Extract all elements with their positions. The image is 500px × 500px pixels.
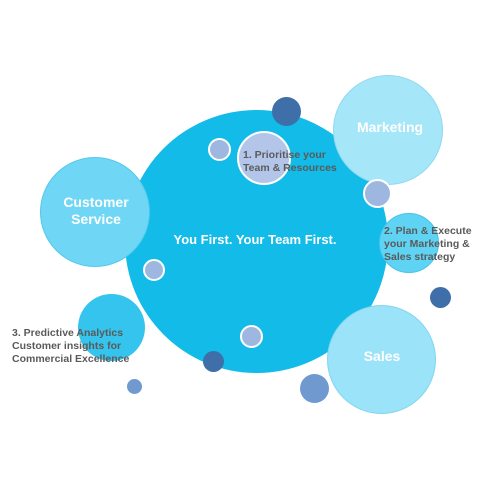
step-3-line2: Customer insights for <box>12 339 122 352</box>
customer-service-label-line2: Service <box>71 211 121 228</box>
step-1-label: 1. Prioritise your Team & Resources <box>243 149 353 175</box>
step-2-line3: Sales strategy <box>384 250 456 263</box>
customer-service-label: Customer Service <box>44 194 148 228</box>
decorative-dot <box>208 138 231 161</box>
step-1-line2: Team & Resources <box>243 161 337 174</box>
step-2-line2: your Marketing & <box>384 237 470 250</box>
decorative-dot <box>143 259 165 281</box>
step-3-line3: Commercial Excellence <box>12 352 130 365</box>
sales-label: Sales <box>363 348 401 364</box>
decorative-dot <box>127 379 142 394</box>
plan-execute-bubble <box>379 213 439 273</box>
sales-bubble <box>327 305 436 414</box>
customer-service-bubble <box>40 157 150 267</box>
marketing-bubble <box>333 75 443 185</box>
decorative-dot <box>363 179 392 208</box>
decorative-dot <box>430 287 451 308</box>
step-3-label: 3. Predictive Analytics Customer insight… <box>12 327 142 365</box>
marketing-label: Marketing <box>356 119 424 135</box>
decorative-dot <box>203 351 224 372</box>
center-label: You First. Your Team First. <box>173 232 337 247</box>
decorative-dot <box>240 325 263 348</box>
customer-service-label-line1: Customer <box>63 194 129 210</box>
step-2-line1: 2. Plan & Execute <box>384 225 472 237</box>
predictive-analytics-bubble <box>78 294 145 361</box>
step-3-line1: 3. Predictive Analytics <box>12 327 124 339</box>
decorative-dot <box>300 374 329 403</box>
decorative-dot <box>272 97 301 126</box>
step-2-label: 2. Plan & Execute your Marketing & Sales… <box>384 225 496 263</box>
step-1-line1: 1. Prioritise your <box>243 149 326 161</box>
prioritise-bubble <box>237 131 291 185</box>
